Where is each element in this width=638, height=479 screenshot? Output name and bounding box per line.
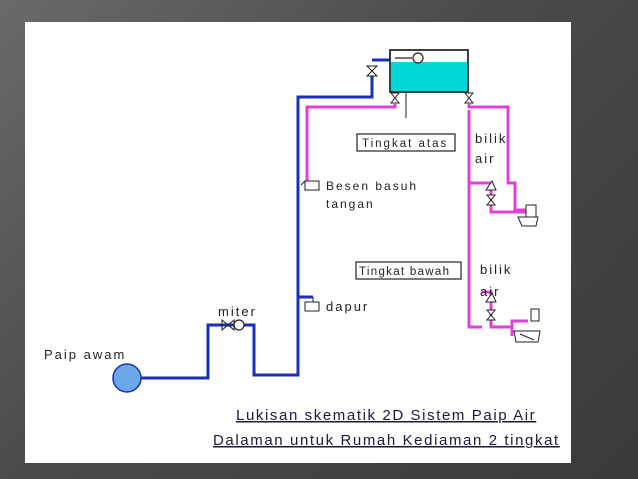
label-paip-awam: Paip awam (44, 347, 126, 362)
caption-line-2: Dalaman untuk Rumah Kediaman 2 tingkat (213, 432, 560, 449)
tank-inlet-valve-icon (365, 65, 379, 77)
pink-pipe-lower-branch-2 (491, 325, 514, 336)
label-bilik-air-1a: bilik (475, 131, 507, 146)
upstairs-shower-valve-icon (485, 179, 497, 206)
basin-tap-icon (300, 180, 320, 191)
label-miter: miter (218, 304, 257, 319)
tank-outlet-valve-2-icon (463, 92, 475, 104)
label-tingkat-bawah: Tingkat bawah (359, 266, 450, 278)
pink-pipe-bathrooms (467, 103, 530, 212)
tingkat-atas-box (356, 133, 456, 152)
label-besen-2: tangan (326, 197, 375, 211)
label-dapur: dapur (326, 299, 369, 314)
kitchen-tap-icon (298, 295, 320, 312)
label-bilik-air-2b: air (480, 284, 500, 299)
label-bilik-air-2a: bilik (480, 262, 512, 277)
label-besen-1: Besen basuh (326, 179, 418, 193)
upstairs-toilet-icon (517, 204, 539, 227)
tingkat-bawah-box (355, 261, 462, 280)
blue-supply-pipe-2 (246, 75, 374, 377)
tank-outlet-valve-icon (389, 92, 401, 104)
water-tank (389, 49, 469, 93)
blue-supply-pipe (141, 323, 222, 380)
label-bilik-air-1b: air (475, 151, 495, 166)
meter-icon (221, 318, 246, 332)
pink-pipe-upper-branch (469, 181, 528, 214)
downstairs-toilet-icon (513, 308, 541, 343)
downstairs-shower-valve-icon (485, 291, 497, 321)
public-main-ball-icon (112, 363, 142, 393)
caption-line-1: Lukisan skematik 2D Sistem Paip Air (236, 407, 536, 424)
label-tingkat-atas: Tingkat atas (362, 138, 448, 150)
